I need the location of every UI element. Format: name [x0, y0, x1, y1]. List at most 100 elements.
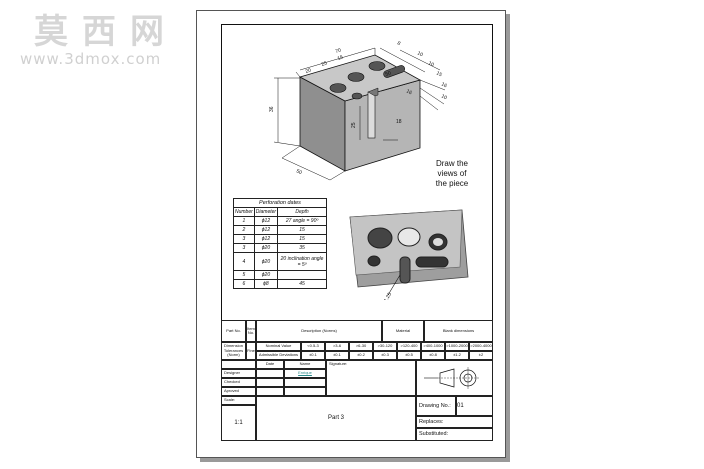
front-groove [367, 91, 376, 139]
cell: ϕ20 [253, 252, 279, 271]
deviation-cell: ±2 [469, 351, 493, 360]
header-depth: Depth [277, 207, 327, 217]
dimension-labels: 70 20 25 15 8 10 10 15 16 10 50 16 25 18… [269, 40, 448, 176]
deviation-cell: ±1.2 [445, 351, 469, 360]
dim-label: 15 [337, 54, 344, 61]
note-line: the piece [435, 179, 469, 188]
cell: ϕ20 [253, 270, 279, 280]
range-cell: >1000-2000 [445, 342, 469, 351]
drawing-no-label: Drawing No.: [416, 396, 456, 416]
perforation-caption: Perforation dates [233, 198, 327, 208]
cell: 6 [233, 279, 255, 289]
checked-label: Checked [221, 378, 256, 387]
dim-label: 8 [396, 40, 401, 47]
dim-label: 70 [335, 47, 342, 54]
cell: 3 [233, 234, 255, 244]
note-line: Draw the [435, 159, 468, 168]
hole-3 [368, 61, 386, 71]
admissible-deviations-label: Admissible Deviations [256, 351, 301, 360]
dim-label: 10 [440, 93, 448, 101]
blank-cell [221, 360, 256, 369]
checked-date [256, 378, 284, 387]
part-hole [367, 255, 381, 267]
part-hole [367, 227, 393, 249]
cell: 20 inclination angle = 5º [277, 252, 327, 271]
signature-header: Signature: [326, 360, 416, 396]
cell: 1 [233, 216, 255, 226]
rendered-part-image: 1.25 [349, 209, 469, 300]
range-cell: >2000-4000 [469, 342, 493, 351]
designer-label: Designer [221, 369, 256, 378]
blank-dimensions-header: Blank dimensions [424, 320, 493, 342]
deviation-cell: ±0.8 [421, 351, 445, 360]
hole-2 [347, 72, 365, 82]
dim-label: 20 [305, 67, 312, 74]
part-hole [433, 238, 443, 246]
cell: 5 [233, 270, 255, 280]
cell: 15 [277, 234, 327, 244]
dim-label: 10 [427, 60, 435, 68]
cell: 15 [277, 225, 327, 235]
cell: 3 [233, 243, 255, 253]
date-header: Date [256, 360, 284, 369]
cell: ϕ20 [253, 243, 279, 253]
fine-label: Fine [246, 342, 256, 360]
hole-1 [329, 83, 347, 93]
dim-label: 16 [440, 81, 448, 89]
approved-name [284, 387, 326, 396]
dim-label: 50 [295, 168, 303, 176]
part-slot [415, 256, 449, 268]
dim-label: 10 [416, 50, 424, 58]
watermark-url: www.3dmox.com [20, 50, 162, 68]
projection-symbol [416, 360, 493, 396]
header-diameter: Diameter [253, 207, 279, 217]
cell: 2 [233, 225, 255, 235]
range-cell: >30-120 [373, 342, 397, 351]
dim-label: 36 [269, 106, 275, 112]
dim-label: 50 [385, 70, 392, 78]
perforation-table: Perforation dates Number Diameter Depth … [233, 198, 327, 289]
name-header: Name [284, 360, 326, 369]
range-cell: >6-30 [349, 342, 373, 351]
designer-name: Enrique [284, 369, 326, 378]
designer-date [256, 369, 284, 378]
material-header: Material [382, 320, 424, 342]
substituted-label: Substituted: [416, 428, 493, 441]
drawing-title: Part 3 [256, 396, 416, 441]
range-cell: >3-6 [325, 342, 349, 351]
range-cell: >400-1000 [421, 342, 445, 351]
checked-name [284, 378, 326, 387]
header-number: Number [233, 207, 255, 217]
part-no-header: Part No. [221, 320, 246, 342]
cell: ϕ8 [253, 279, 279, 289]
projection-icon [423, 367, 480, 389]
replaces-label: Replaces: [416, 416, 493, 428]
hole-4 [351, 92, 363, 100]
slot [383, 65, 406, 78]
cell: ϕ12 [253, 234, 279, 244]
approved-date [256, 387, 284, 396]
dim-label: 18 [396, 119, 402, 125]
tolerance-norm-label: Dimension Tolerances (Norm) [221, 342, 246, 360]
item-no-header: Item No. [246, 320, 256, 342]
range-cell: <0.5-3 [301, 342, 325, 351]
deviation-cell: ±0.1 [301, 351, 325, 360]
scale-label: Scale: [221, 396, 256, 405]
scale-value: 1:1 [221, 405, 256, 441]
deviation-cell: ±0.1 [325, 351, 349, 360]
cell: ϕ12 [253, 216, 279, 226]
cell: 45 [277, 279, 327, 289]
approved-label: Aproved [221, 387, 256, 396]
dim-label: 25 [351, 122, 357, 128]
dim-label: 25 [321, 60, 328, 67]
part-groove [399, 256, 411, 284]
deviation-cell: ±0.2 [349, 351, 373, 360]
watermark-logo: 莫西网 [34, 12, 178, 52]
